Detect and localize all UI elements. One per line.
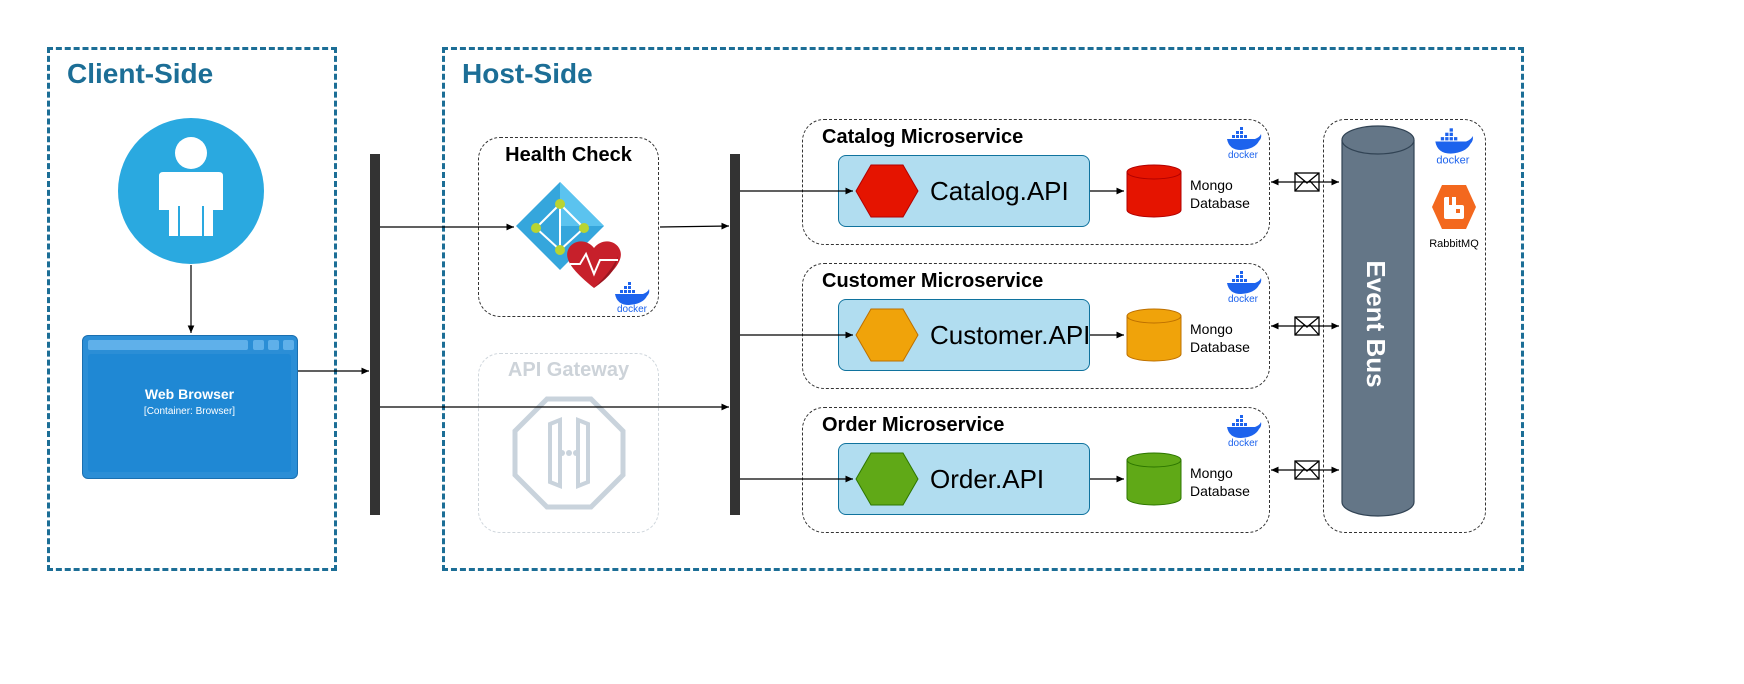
api-gateway-title: API Gateway bbox=[507, 359, 630, 381]
rabbitmq-label: RabbitMQ bbox=[1429, 238, 1479, 250]
gateway-router-bar bbox=[730, 154, 740, 515]
customer-database-icon bbox=[1126, 308, 1182, 362]
health-check-docker-icon: docker bbox=[615, 282, 650, 312]
docker-label: docker bbox=[1228, 150, 1259, 159]
api-gateway-group bbox=[478, 353, 659, 533]
customer-microservice-group bbox=[802, 263, 1270, 389]
db-label-line: Database bbox=[1190, 483, 1250, 499]
health-check-title: Health Check bbox=[505, 144, 632, 166]
host-side-zone bbox=[442, 47, 1524, 571]
docker-label: docker bbox=[1436, 155, 1469, 167]
browser-address-bar bbox=[88, 340, 248, 350]
event-bus-cylinder: Event Bus bbox=[1341, 125, 1415, 517]
order-api-hexagon bbox=[855, 452, 919, 506]
rabbitmq-icon bbox=[1432, 185, 1476, 229]
docker-label: docker bbox=[1228, 294, 1259, 303]
db-label-line: Database bbox=[1190, 195, 1250, 211]
order-api-label: Order.API bbox=[930, 464, 1045, 494]
web-browser-title: Web Browser bbox=[144, 386, 235, 402]
user-icon bbox=[118, 118, 264, 264]
catalog-database-icon bbox=[1126, 164, 1182, 218]
browser-window-button bbox=[268, 340, 279, 350]
db-label-line: Mongo bbox=[1190, 465, 1233, 481]
order-docker-icon: docker bbox=[1227, 415, 1262, 447]
web-browser-container: Web Browser [Container: Browser] bbox=[82, 335, 298, 479]
customer-api-hexagon bbox=[855, 308, 919, 362]
client-side-zone bbox=[47, 47, 337, 571]
customer-microservice-title: Customer Microservice bbox=[822, 270, 1044, 292]
customer-db-label: Mongo Database bbox=[1190, 320, 1250, 356]
event-bus-docker-icon: docker bbox=[1435, 128, 1473, 167]
customer-docker-icon: docker bbox=[1227, 271, 1262, 303]
client-router-bar bbox=[370, 154, 380, 515]
order-database-icon bbox=[1126, 452, 1182, 506]
catalog-docker-icon: docker bbox=[1227, 127, 1262, 159]
health-check-icon bbox=[516, 182, 621, 288]
browser-viewport: Web Browser [Container: Browser] bbox=[88, 354, 291, 472]
catalog-api-hexagon bbox=[855, 164, 919, 218]
api-gateway-icon bbox=[512, 396, 626, 510]
db-label-line: Mongo bbox=[1190, 321, 1233, 337]
order-db-label: Mongo Database bbox=[1190, 464, 1250, 500]
catalog-microservice-group bbox=[802, 119, 1270, 245]
web-browser-subtitle: [Container: Browser] bbox=[143, 406, 236, 417]
docker-label: docker bbox=[1228, 438, 1259, 447]
catalog-db-label: Mongo Database bbox=[1190, 176, 1250, 212]
db-label-line: Mongo bbox=[1190, 177, 1233, 193]
catalog-api-label: Catalog.API bbox=[930, 176, 1069, 206]
order-microservice-group bbox=[802, 407, 1270, 533]
browser-window-button bbox=[253, 340, 264, 350]
db-label-line: Database bbox=[1190, 339, 1250, 355]
health-check-to-bar-arrow bbox=[659, 222, 730, 230]
docker-label: docker bbox=[617, 304, 648, 312]
client-side-title: Client-Side bbox=[67, 58, 214, 89]
event-bus-title: Event Bus bbox=[1361, 260, 1391, 387]
catalog-microservice-title: Catalog Microservice bbox=[822, 126, 1024, 148]
order-microservice-title: Order Microservice bbox=[822, 414, 1005, 436]
browser-window-button bbox=[283, 340, 294, 350]
host-side-title: Host-Side bbox=[462, 58, 593, 89]
customer-api-label: Customer.API bbox=[930, 320, 1091, 350]
